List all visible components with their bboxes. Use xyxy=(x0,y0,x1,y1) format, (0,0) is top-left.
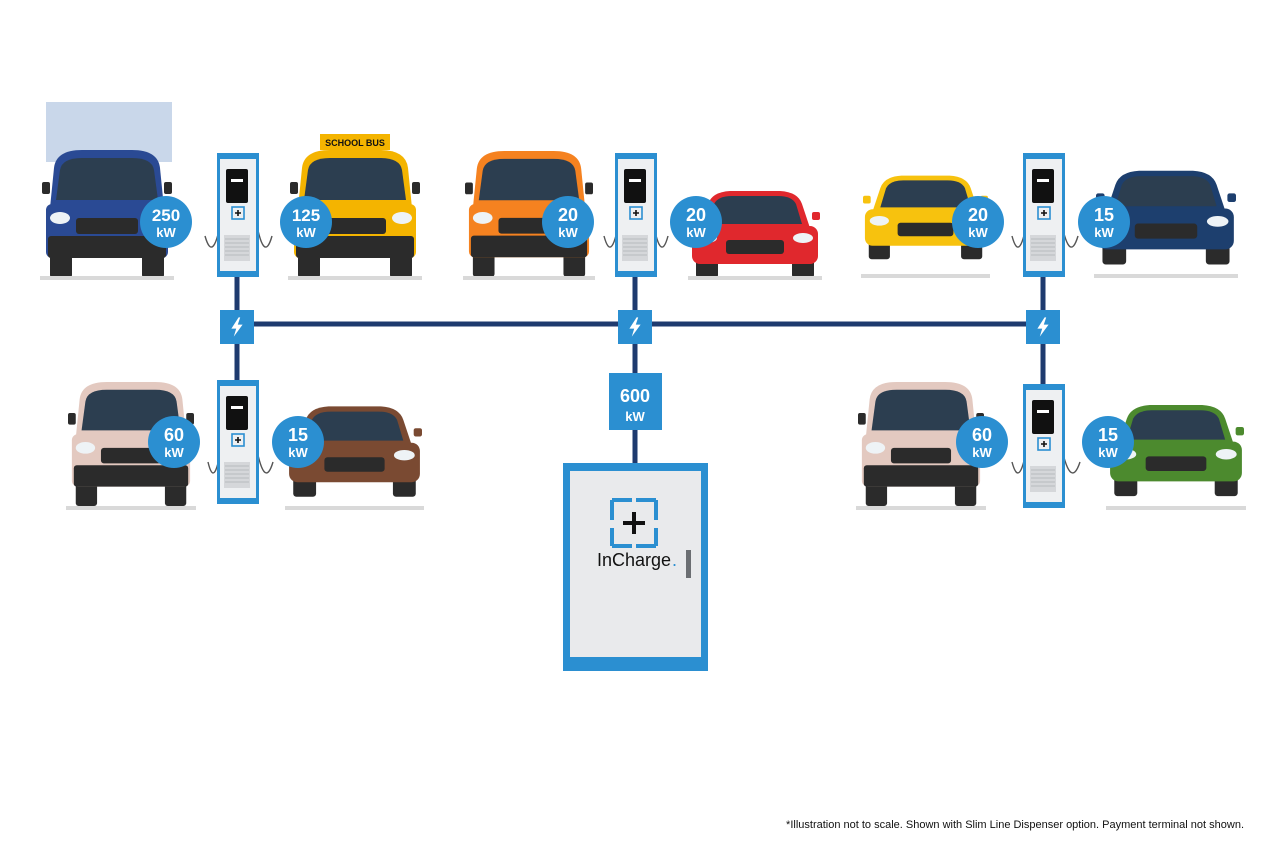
ground-shadow xyxy=(856,506,986,510)
power-value: 60 xyxy=(164,425,184,445)
incharge-logo-icon xyxy=(610,498,658,548)
power-unit: kW xyxy=(968,225,988,240)
vehicle-school-bus: SCHOOL BUS xyxy=(288,134,422,280)
bus-roof-sign xyxy=(320,134,390,150)
power-badge-circle xyxy=(1078,196,1130,248)
charging-dispenser xyxy=(217,380,259,504)
power-unit: kW xyxy=(296,225,316,240)
power-unit: kW xyxy=(164,445,184,460)
ground-shadow xyxy=(1094,274,1238,278)
power-value: 20 xyxy=(558,205,578,225)
charging-dispenser xyxy=(1023,384,1065,508)
power-value: 20 xyxy=(968,205,988,225)
power-value: 250 xyxy=(152,206,180,225)
junction-box xyxy=(220,310,254,344)
power-unit: kW xyxy=(288,445,308,460)
ground-shadow xyxy=(66,506,196,510)
charging-dispenser xyxy=(615,153,657,277)
power-value: 20 xyxy=(686,205,706,225)
power-badge-circle xyxy=(956,416,1008,468)
cabinet-power-box xyxy=(609,373,662,430)
vehicle-car xyxy=(861,175,990,278)
power-value: 15 xyxy=(1094,205,1114,225)
cabinet-body xyxy=(570,471,701,657)
power-badges: 250kW125kW20kW20kW20kW15kW60kW15kW60kW15… xyxy=(140,196,1134,468)
ground-shadow xyxy=(463,276,595,280)
junction-box xyxy=(618,310,652,344)
cabinet-brand-mark: . xyxy=(672,550,677,570)
vehicle-hatchback xyxy=(1106,405,1246,510)
vehicle-box-truck xyxy=(40,102,174,280)
power-value: 15 xyxy=(288,425,308,445)
ground-shadow xyxy=(288,276,422,280)
power-badge-circle xyxy=(952,196,1004,248)
power-value: 125 xyxy=(292,206,320,225)
power-unit: kW xyxy=(1094,225,1114,240)
power-cabinet: InCharge . 600 kW xyxy=(563,373,708,671)
power-badge-circle xyxy=(542,196,594,248)
junctions xyxy=(220,310,1060,344)
vehicle-van xyxy=(463,150,595,280)
cabinet-power-unit: kW xyxy=(625,409,645,424)
vehicle-van xyxy=(856,381,986,510)
ground-shadow xyxy=(1106,506,1246,510)
vehicle-van xyxy=(66,381,196,510)
charging-dispenser xyxy=(1023,153,1065,277)
power-badge-circle xyxy=(148,416,200,468)
power-badge-circle xyxy=(140,196,192,248)
power-badge-circle xyxy=(1082,416,1134,468)
cabinet-handle xyxy=(686,550,691,578)
power-value: 60 xyxy=(972,425,992,445)
vehicle-suv xyxy=(285,406,424,510)
power-badge-circle xyxy=(670,196,722,248)
bus-sign-text: SCHOOL BUS xyxy=(325,138,385,148)
ground-shadow xyxy=(861,274,990,278)
power-value: 15 xyxy=(1098,425,1118,445)
charging-dispenser xyxy=(217,153,259,277)
vehicles: SCHOOL BUS xyxy=(40,102,1246,510)
cabinet-power-value: 600 xyxy=(620,386,650,406)
power-unit: kW xyxy=(686,225,706,240)
power-unit: kW xyxy=(972,445,992,460)
junction-box xyxy=(1026,310,1060,344)
power-unit: kW xyxy=(558,225,578,240)
cabinet-brand: InCharge xyxy=(597,550,671,570)
ground-shadow xyxy=(688,276,822,280)
power-unit: kW xyxy=(1098,445,1118,460)
footnote: *Illustration not to scale. Shown with S… xyxy=(786,819,1244,831)
ground-shadow xyxy=(285,506,424,510)
power-badge-circle xyxy=(280,196,332,248)
vehicle-suv xyxy=(1094,170,1238,278)
power-badge-circle xyxy=(272,416,324,468)
ground-shadow xyxy=(40,276,174,280)
power-unit: kW xyxy=(156,225,176,240)
vehicle-sedan xyxy=(688,191,822,280)
